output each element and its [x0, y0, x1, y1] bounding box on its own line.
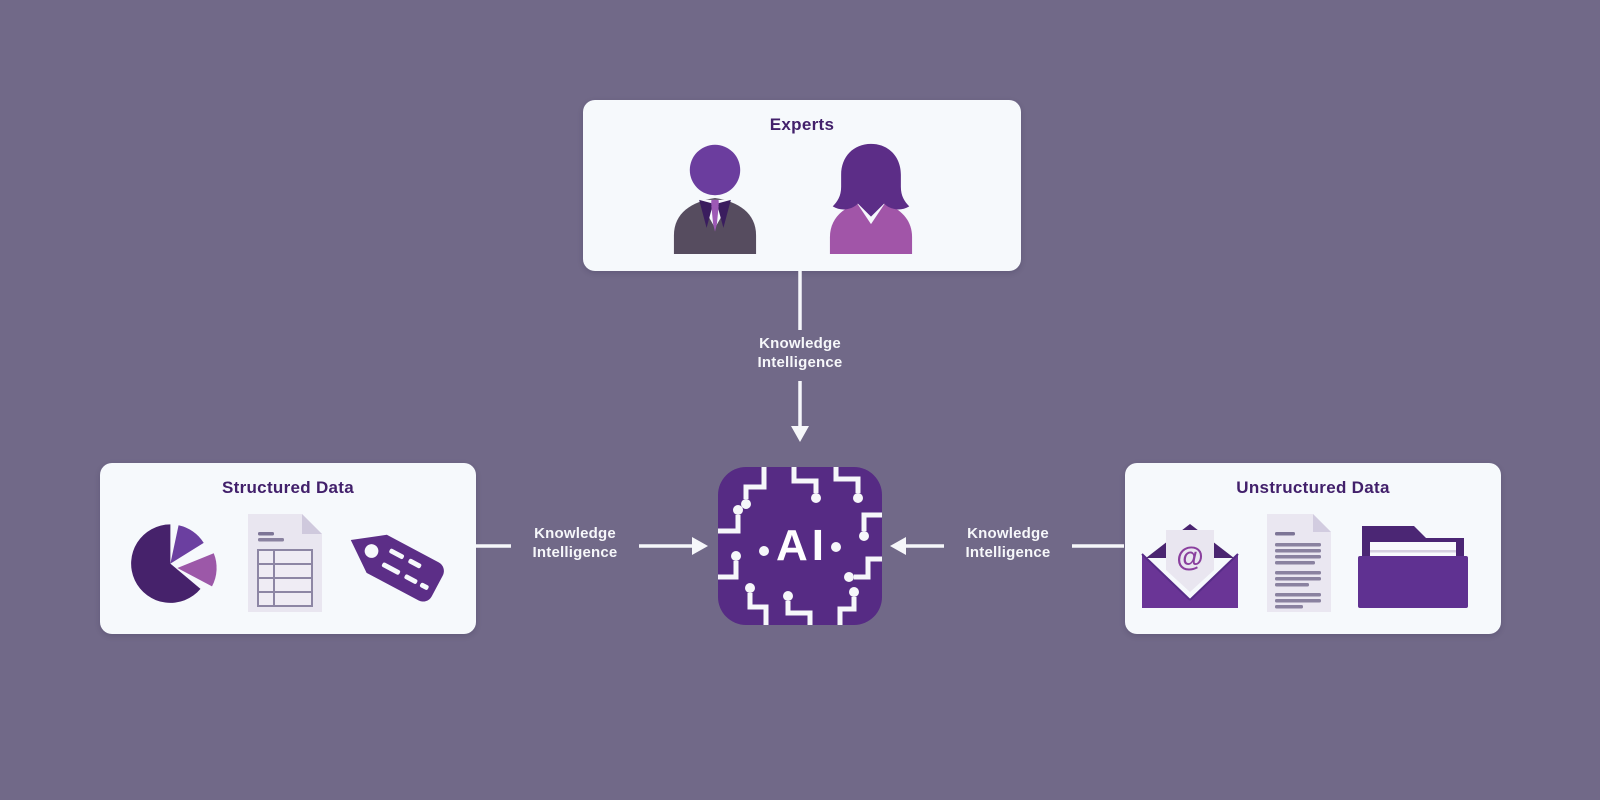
edge-label-experts-to-ai: Knowledge Intelligence [757, 335, 843, 371]
tag-icon [350, 534, 444, 602]
edge-label-unstructured-to-ai: Knowledge Intelligence [965, 525, 1051, 561]
node-structured-data: Structured Data [100, 463, 476, 634]
email-icon: @ [1141, 524, 1239, 608]
node-experts-title: Experts [769, 115, 835, 134]
node-experts: Experts [583, 100, 1021, 271]
text-document-icon [1267, 514, 1331, 612]
folder-icon [1358, 526, 1468, 608]
node-structured-data-title: Structured Data [221, 478, 355, 497]
node-ai: AI [718, 467, 882, 625]
ai-chip-label: AI [776, 521, 828, 570]
svg-text:@: @ [1176, 541, 1203, 572]
pie-chart-icon [131, 524, 217, 603]
edge-label-structured-to-ai: Knowledge Intelligence [532, 525, 618, 561]
node-unstructured-data: Unstructured Data @ [1125, 463, 1501, 634]
node-unstructured-data-title: Unstructured Data [1236, 478, 1390, 497]
businesswoman-icon [829, 143, 913, 254]
businessman-icon [673, 144, 757, 254]
ai-chip-icon [718, 467, 882, 625]
spreadsheet-icon [248, 514, 322, 612]
